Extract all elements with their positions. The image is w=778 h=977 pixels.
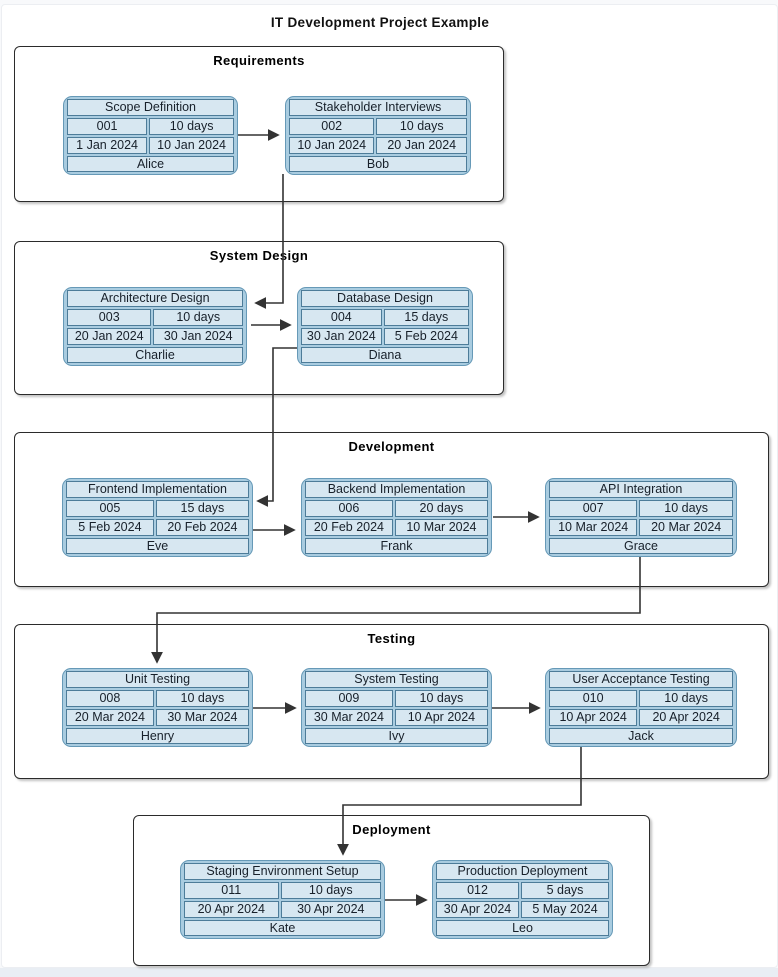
task-title: API Integration xyxy=(549,481,733,498)
task-start-date: 10 Jan 2024 xyxy=(289,136,375,154)
task-title: Backend Implementation xyxy=(305,481,488,498)
task-end-date: 30 Apr 2024 xyxy=(280,900,381,918)
task-title: System Testing xyxy=(305,671,488,688)
task-assignee: Eve xyxy=(66,537,249,554)
task-start-date: 10 Mar 2024 xyxy=(549,518,638,536)
task-title: Staging Environment Setup xyxy=(184,863,381,880)
task-assignee: Henry xyxy=(66,727,249,744)
task-title: Stakeholder Interviews xyxy=(289,99,467,116)
task-assignee: Grace xyxy=(549,537,733,554)
task-card-staging-environment-setup: Staging Environment Setup 011 10 days 20… xyxy=(180,860,385,939)
diagram-title: IT Development Project Example xyxy=(270,15,490,30)
task-duration: 5 days xyxy=(521,881,609,899)
task-id: 005 xyxy=(66,499,154,517)
task-card-scope-definition: Scope Definition 001 10 days 1 Jan 2024 … xyxy=(63,96,238,175)
task-duration: 10 days xyxy=(639,689,733,707)
task-end-date: 10 Apr 2024 xyxy=(394,708,488,726)
task-duration: 20 days xyxy=(394,499,488,517)
task-assignee: Frank xyxy=(305,537,488,554)
task-start-date: 20 Mar 2024 xyxy=(66,708,154,726)
task-end-date: 20 Feb 2024 xyxy=(155,518,249,536)
task-assignee: Bob xyxy=(289,155,467,172)
task-id: 004 xyxy=(301,308,382,326)
task-start-date: 5 Feb 2024 xyxy=(66,518,154,536)
task-id: 007 xyxy=(549,499,638,517)
task-duration: 15 days xyxy=(155,499,249,517)
task-duration: 15 days xyxy=(383,308,469,326)
task-card-frontend-implementation: Frontend Implementation 005 15 days 5 Fe… xyxy=(62,478,253,557)
task-id: 011 xyxy=(184,881,279,899)
task-duration: 10 days xyxy=(153,308,243,326)
task-id: 003 xyxy=(67,308,152,326)
task-id: 009 xyxy=(305,689,393,707)
task-assignee: Alice xyxy=(67,155,234,172)
phase-title-deployment: Deployment xyxy=(352,822,431,837)
phase-title-system-design: System Design xyxy=(209,248,309,263)
task-assignee: Ivy xyxy=(305,727,488,744)
task-duration: 10 days xyxy=(376,117,467,135)
task-end-date: 10 Jan 2024 xyxy=(149,136,234,154)
task-end-date: 30 Mar 2024 xyxy=(155,708,249,726)
task-start-date: 20 Feb 2024 xyxy=(305,518,393,536)
task-title: Scope Definition xyxy=(67,99,234,116)
task-duration: 10 days xyxy=(149,117,234,135)
task-title: Architecture Design xyxy=(67,290,243,307)
task-id: 008 xyxy=(66,689,154,707)
task-start-date: 20 Jan 2024 xyxy=(67,327,152,345)
task-start-date: 30 Mar 2024 xyxy=(305,708,393,726)
task-title: Production Deployment xyxy=(436,863,609,880)
task-assignee: Leo xyxy=(436,919,609,936)
task-assignee: Kate xyxy=(184,919,381,936)
task-id: 001 xyxy=(67,117,148,135)
task-card-stakeholder-interviews: Stakeholder Interviews 002 10 days 10 Ja… xyxy=(285,96,471,175)
task-end-date: 20 Apr 2024 xyxy=(639,708,733,726)
page-bottom-strip xyxy=(0,968,778,977)
task-duration: 10 days xyxy=(155,689,249,707)
task-end-date: 10 Mar 2024 xyxy=(394,518,488,536)
task-end-date: 30 Jan 2024 xyxy=(153,327,243,345)
task-start-date: 20 Apr 2024 xyxy=(184,900,279,918)
task-card-database-design: Database Design 004 15 days 30 Jan 2024 … xyxy=(297,287,473,366)
task-duration: 10 days xyxy=(639,499,733,517)
task-card-backend-implementation: Backend Implementation 006 20 days 20 Fe… xyxy=(301,478,492,557)
task-id: 006 xyxy=(305,499,393,517)
task-title: Unit Testing xyxy=(66,671,249,688)
task-start-date: 10 Apr 2024 xyxy=(549,708,638,726)
phase-title-development: Development xyxy=(348,439,435,454)
task-start-date: 30 Jan 2024 xyxy=(301,327,382,345)
task-card-system-testing: System Testing 009 10 days 30 Mar 2024 1… xyxy=(301,668,492,747)
task-card-api-integration: API Integration 007 10 days 10 Mar 2024 … xyxy=(545,478,737,557)
task-title: Frontend Implementation xyxy=(66,481,249,498)
phase-title-requirements: Requirements xyxy=(213,53,305,68)
task-duration: 10 days xyxy=(394,689,488,707)
task-start-date: 1 Jan 2024 xyxy=(67,136,148,154)
task-end-date: 20 Mar 2024 xyxy=(639,518,733,536)
task-assignee: Jack xyxy=(549,727,733,744)
task-end-date: 5 May 2024 xyxy=(521,900,609,918)
task-id: 002 xyxy=(289,117,375,135)
phase-title-testing: Testing xyxy=(367,631,416,646)
task-duration: 10 days xyxy=(280,881,381,899)
task-card-unit-testing: Unit Testing 008 10 days 20 Mar 2024 30 … xyxy=(62,668,253,747)
task-card-architecture-design: Architecture Design 003 10 days 20 Jan 2… xyxy=(63,287,247,366)
task-card-production-deployment: Production Deployment 012 5 days 30 Apr … xyxy=(432,860,613,939)
task-title: Database Design xyxy=(301,290,469,307)
task-id: 012 xyxy=(436,881,520,899)
task-id: 010 xyxy=(549,689,638,707)
task-assignee: Charlie xyxy=(67,346,243,363)
task-assignee: Diana xyxy=(301,346,469,363)
task-end-date: 20 Jan 2024 xyxy=(376,136,467,154)
task-start-date: 30 Apr 2024 xyxy=(436,900,520,918)
task-end-date: 5 Feb 2024 xyxy=(383,327,469,345)
task-card-user-acceptance-testing: User Acceptance Testing 010 10 days 10 A… xyxy=(545,668,737,747)
task-title: User Acceptance Testing xyxy=(549,671,733,688)
